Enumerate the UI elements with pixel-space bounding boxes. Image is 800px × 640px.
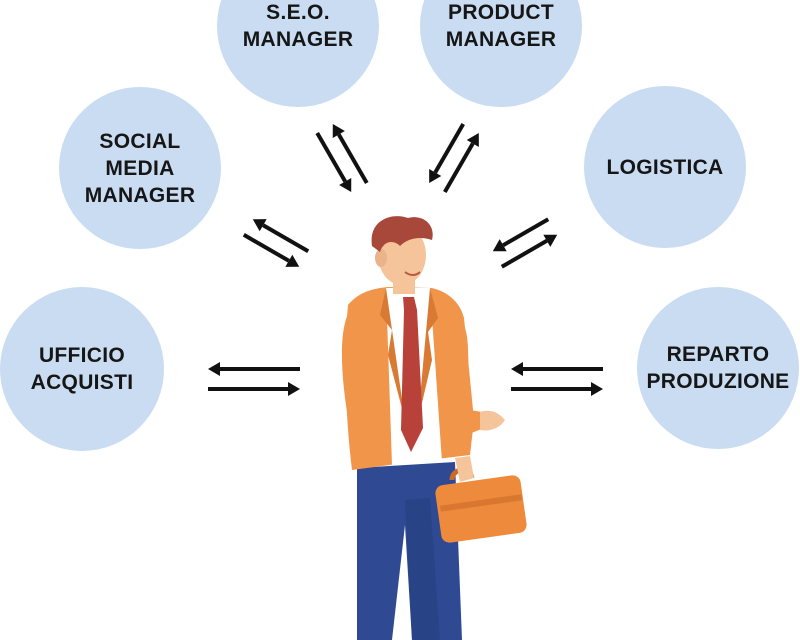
jacket-left-arm (341, 310, 372, 440)
arrows-social-icon (242, 219, 310, 267)
role-label-line: SOCIAL (99, 129, 181, 153)
arrow-head (208, 362, 220, 376)
arrow-head (466, 133, 479, 147)
role-bubble-reparto-produzione: REPARTO PRODUZIONE (637, 287, 799, 449)
jacket-lapel-left (380, 288, 405, 420)
ear (375, 249, 387, 267)
role-bubble-ufficio-acquisti: UFFICIO ACQUISTI (0, 287, 164, 451)
role-label-line: MANAGER (445, 28, 557, 51)
arrow-shaft (443, 142, 475, 193)
arrow-shaft (433, 123, 465, 174)
arrow-head (429, 169, 442, 183)
mouth (404, 271, 421, 276)
arrow-shaft (242, 233, 290, 263)
role-label-line: PRODUZIONE (646, 370, 790, 393)
role-bubble-social-media-manager: SOCIAL MEDIA MANAGER (59, 87, 221, 249)
arrow-head (511, 362, 523, 376)
arrows-product-icon (429, 123, 479, 193)
arrow-head (591, 382, 603, 396)
role-label-line: LOGISTICA (606, 155, 724, 179)
role-label-line: ACQUISTI (30, 371, 134, 394)
briefcase-icon (435, 467, 527, 543)
role-label-line: MANAGER (84, 183, 196, 207)
arrows-seo-icon (315, 124, 369, 192)
arrow-shaft (262, 223, 310, 253)
role-label-line: S.E.O. (266, 1, 330, 24)
arrows-acquisti-icon (208, 362, 300, 396)
arrow-head (339, 178, 352, 192)
role-label-line: MEDIA (105, 156, 175, 180)
arrow-head (543, 234, 558, 247)
arrow-head (492, 239, 507, 252)
arrows-reparto-icon (511, 362, 603, 396)
role-label-line: UFFICIO (38, 344, 126, 367)
arrow-shaft (315, 132, 347, 183)
arrow-shaft (337, 133, 369, 184)
hair (371, 216, 433, 252)
arrow-head (288, 382, 300, 396)
jacket-lapel-right (418, 288, 438, 420)
jacket-right-arm (446, 305, 484, 436)
hand-right (480, 410, 505, 431)
tie (401, 297, 423, 452)
role-label-line: REPARTO (666, 343, 770, 366)
hand-left (455, 456, 474, 482)
arrow-head (252, 219, 267, 232)
arrow-shaft (500, 239, 548, 269)
arrows-logistica-icon (492, 217, 558, 269)
arrow-head (332, 124, 345, 138)
role-bubble-logistica: LOGISTICA (584, 86, 746, 248)
role-label-line: MANAGER (242, 28, 354, 51)
arrow-shaft (502, 217, 550, 247)
arrow-head (285, 254, 300, 267)
trousers-shadow (405, 498, 440, 640)
role-label-line: PRODUCT (448, 1, 554, 24)
